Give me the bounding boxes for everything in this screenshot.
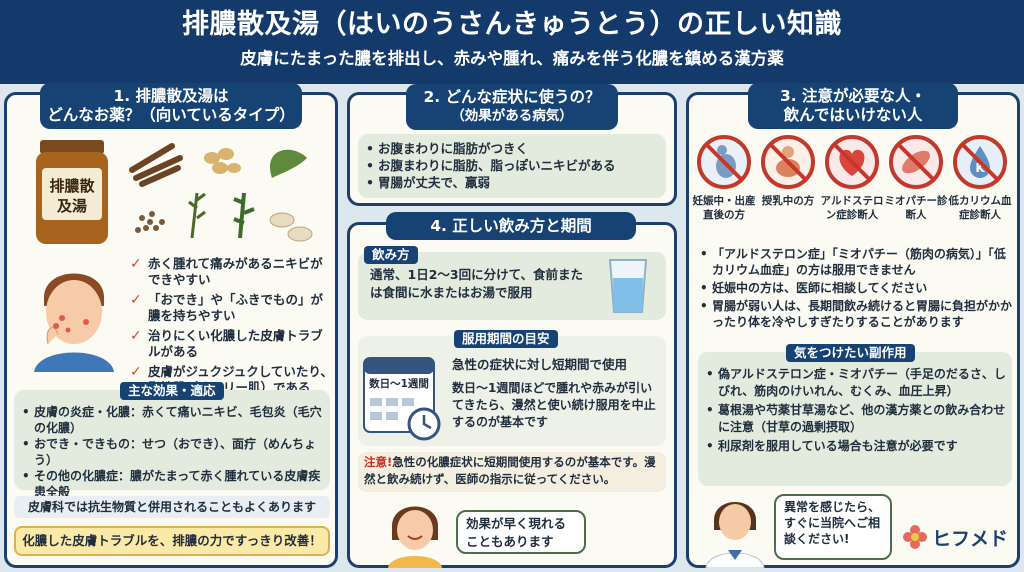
header: 排膿散及湯（はいのうさんきゅうとう）の正しい知識 皮膚にたまった膿を排出し、赤み…	[0, 0, 1024, 84]
calendar-icon	[363, 357, 441, 441]
period-tag: 服用期間の目安	[454, 330, 558, 348]
contra-label: 低カリウム血症診断人	[948, 195, 1012, 221]
brand-logo: ヒフメド	[902, 522, 1014, 552]
contra-label: アルドステロン症診断人	[820, 195, 884, 221]
period-text-1: 急性の症状に対し短期間で使用	[452, 357, 628, 372]
howto-text: 通常、1日2〜3回に分けて、食前または食間に水またはお湯で服用	[370, 267, 583, 300]
symptom-item: 胃腸が丈夫で、羸弱	[366, 174, 662, 191]
section1-title-line1: 1. 排膿散及湯は	[113, 87, 229, 105]
woman-smiling-icon	[388, 506, 442, 568]
section4-title: 4. 正しい飲み方と期間	[386, 212, 636, 240]
check-item: 赤く腫れて痛みがあるニキビができやすい	[130, 256, 334, 288]
contraindication-icons: 妊娠中・出産直後の方 授乳中の方 アルドステロン症診断人 ミオパチー診断人 K	[692, 134, 1016, 240]
contra-item: ミオパチー診断人	[884, 134, 948, 222]
effects-list: 皮膚の炎症・化膿：赤くて痛いニキビ、毛包炎（毛穴の化膿） おでき・できもの：せつ…	[22, 404, 326, 500]
bottle-label-line1: 排膿散	[49, 177, 95, 195]
section1-note: 皮膚科では抗生物質と併用されることもよくあります	[14, 496, 330, 518]
side-effect-item: 偽アルドステロン症・ミオパチー（手足のだるさ、しびれ、筋肉のけいれん、むくみ、血…	[706, 366, 1008, 399]
caution-text-wrap: 注意!急性の化膿症状に短期間使用するのが基本です。漫然と飲み続けず、医師の指示に…	[364, 454, 662, 488]
section1-title-line2: どんなお薬？（向いているタイプ）	[47, 106, 295, 124]
caution-text: 急性の化膿症状に短期間使用するのが基本です。漫然と飲み続けず、医師の指示に従って…	[364, 455, 656, 486]
section3-list: 「アルドステロン症」「ミオパチー（筋肉の病気）」「低カリウム血症」の方は服用でき…	[700, 246, 1014, 330]
warning-item: 「アルドステロン症」「ミオパチー（筋肉の病気）」「低カリウム血症」の方は服用でき…	[700, 246, 1014, 278]
heart-icon	[825, 135, 879, 189]
contra-item: 授乳中の方	[756, 134, 820, 208]
section2-title-line2: （効果がある病気）	[451, 108, 573, 124]
section3-title-line2: 飲んではいけない人	[783, 106, 923, 124]
page-subtitle: 皮膚にたまった膿を排出し、赤みや腫れ、痛みを伴う化膿を鎮める漢方薬	[240, 49, 784, 68]
flower-logo-icon	[903, 525, 927, 549]
svg-text:K: K	[975, 161, 985, 175]
section3-bubble: 異常を感じたら、すぐに当院へご相談ください!	[774, 494, 892, 560]
contra-label: 授乳中の方	[761, 195, 815, 207]
effect-item: その他の化膿症：膿がたまって赤く腫れている皮膚疾患全般	[22, 468, 326, 500]
symptom-item: お腹まわりに脂肪、脂っぽいニキビがある	[366, 157, 662, 174]
period-text-2: 数日〜1週間ほどで腫れや赤みが引いてきたら、漫然と使い続け服用を中止するのが基本…	[452, 381, 656, 429]
contra-label: ミオパチー診断人	[884, 195, 948, 221]
caution-box	[358, 452, 666, 492]
medicine-bottle-icon	[36, 140, 108, 244]
side-effect-item: 葛根湯や芍薬甘草湯など、他の漢方薬との飲み合わせに注意（甘草の過剰摂取）	[706, 402, 1008, 435]
caution-label: 注意!	[364, 455, 393, 469]
effect-item: 皮膚の炎症・化膿：赤くて痛いニキビ、毛包炎（毛穴の化膿）	[22, 404, 326, 436]
side-effects-title: 気をつけたい副作用	[786, 344, 915, 362]
contra-item: アルドステロン症診断人	[820, 134, 884, 222]
howto-tag: 飲み方	[364, 246, 418, 264]
check-item: 治りにくい化膿した皮膚トラブルがある	[130, 328, 334, 360]
section3-title: 3. 注意が必要な人・ 飲んではいけない人	[748, 83, 958, 129]
section1-banner: 化膿した皮膚トラブルを、排膿の力ですっきり改善！	[14, 526, 330, 556]
contra-item: 妊娠中・出産直後の方	[692, 134, 756, 222]
contra-label: 妊娠中・出産直後の方	[692, 195, 756, 221]
section3-title-line1: 3. 注意が必要な人・	[779, 87, 927, 105]
doctor-icon	[705, 502, 765, 568]
check-item: 「おでき」や「ふきでもの」が膿を持ちやすい	[130, 292, 334, 324]
potassium-icon: K	[953, 135, 1007, 189]
warning-item: 妊娠中の方は、医師に相談してください	[700, 280, 1014, 296]
side-effects-list: 偽アルドステロン症・ミオパチー（手足のだるさ、しびれ、筋肉のけいれん、むくみ、血…	[706, 366, 1008, 455]
section2-list: お腹まわりに脂肪がつきく お腹まわりに脂肪、脂っぽいニキビがある 胃腸が丈夫で、…	[366, 140, 662, 191]
section1-title: 1. 排膿散及湯は どんなお薬？（向いているタイプ）	[40, 83, 302, 129]
effect-item: おでき・できもの：せつ（おでき）、面疔（めんちょう）	[22, 436, 326, 468]
side-effect-item: 利尿剤を服用している場合も注意が必要です	[706, 438, 1008, 455]
bottle-label-line2: 及湯	[56, 197, 87, 215]
effects-title: 主な効果・適応	[120, 382, 224, 400]
section4-bubble: 効果が早く現れることもあります	[456, 510, 586, 554]
section2-title: 2. どんな症状に使うの？ （効果がある病気）	[406, 84, 618, 130]
contra-item: K 低カリウム血症診断人	[948, 134, 1012, 222]
muscle-icon	[889, 135, 943, 189]
patient-face-icon	[34, 273, 114, 372]
water-glass-icon	[608, 259, 648, 313]
symptom-item: お腹まわりに脂肪がつきく	[366, 140, 662, 157]
pregnant-icon	[697, 135, 751, 189]
bottle-label: 排膿散 及湯	[42, 176, 102, 216]
warning-item: 胃腸が弱い人は、長期間飲み続けると胃腸に負担がかかったり体を冷やしすぎたりするこ…	[700, 298, 1014, 330]
breastfeeding-icon	[761, 135, 815, 189]
herbs-icon	[129, 143, 313, 242]
brand-name: ヒフメド	[932, 528, 1009, 550]
calendar-label: 数日〜1週間	[369, 378, 429, 390]
page-title: 排膿散及湯（はいのうさんきゅうとう）の正しい知識	[182, 9, 842, 40]
section2-title-line1: 2. どんな症状に使うの？	[423, 88, 601, 106]
section1-check-list: 赤く腫れて痛みがあるニキビができやすい 「おでき」や「ふきでもの」が膿を持ちやす…	[130, 256, 334, 400]
